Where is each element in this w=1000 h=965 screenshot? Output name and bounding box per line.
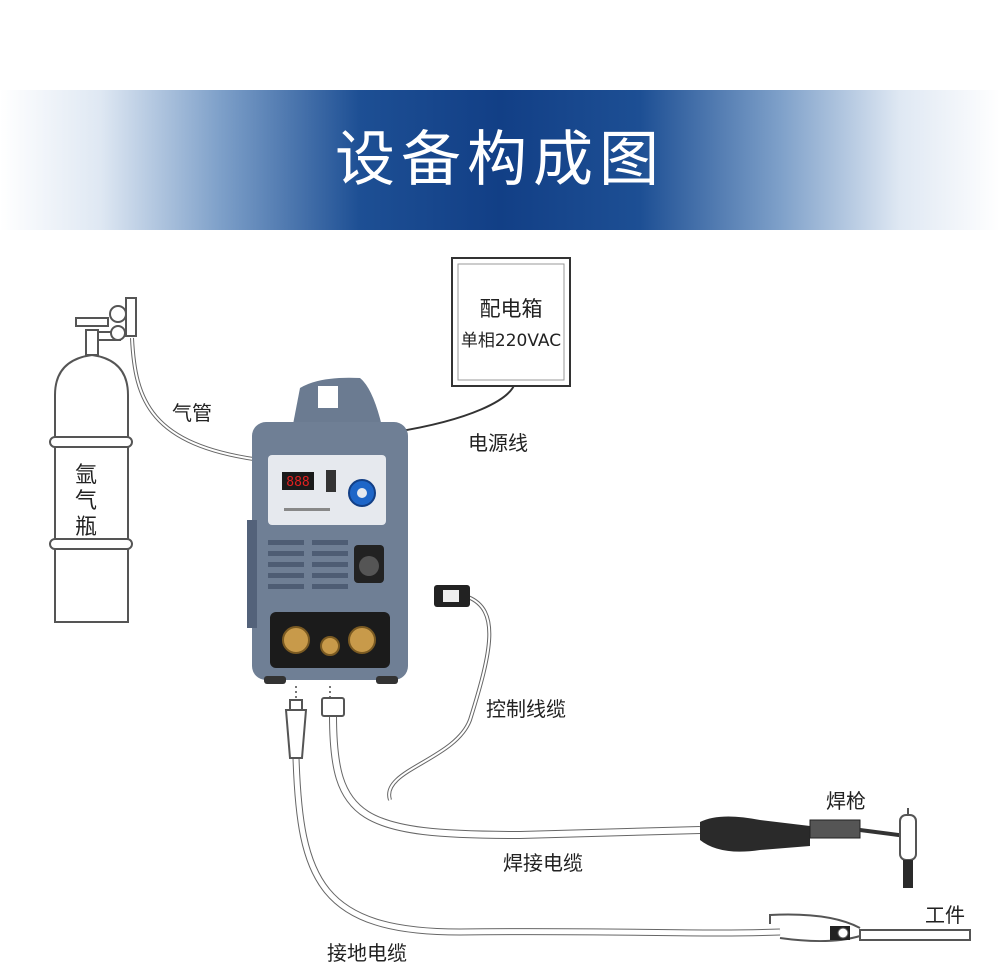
welding-machine: 888 [247,377,408,684]
ground-plug [284,699,308,759]
gas-hose-label: 气管 [172,401,212,425]
workpiece [859,929,971,941]
terminal-negative-icon[interactable] [282,626,310,654]
gas-hose [130,337,261,462]
welding-torch [700,808,917,888]
power-box-title: 配电箱 [480,297,543,321]
cylinder-label-2: 气 [75,489,97,514]
ground-clamp [769,913,861,943]
power-distribution-box: 配电箱 单相220VAC [451,257,571,387]
argon-cylinder: 氩 气 瓶 [49,353,133,623]
torch-label: 焊枪 [826,789,866,813]
welding-cable [329,714,701,840]
welding-cable-connector [321,697,345,717]
control-cable-connector [434,585,470,607]
page-title: 设备构成图 [335,125,665,195]
cylinder-label-1: 氩 [75,463,97,488]
machine-display: 888 [286,475,309,490]
header-banner: 设备构成图 [0,90,1000,230]
terminal-gas-icon[interactable] [320,636,340,656]
workpiece-label: 工件 [925,903,965,927]
power-cable [394,382,516,433]
power-box-spec: 单相220VAC [461,331,561,351]
welding-cable-label: 焊接电缆 [503,851,583,875]
power-cable-label: 电源线 [468,431,528,455]
ground-cable [292,757,781,937]
ground-cable-label: 接地电缆 [327,941,407,965]
terminal-positive-icon[interactable] [348,626,376,654]
control-cable-label: 控制线缆 [486,697,566,721]
cylinder-label-3: 瓶 [75,515,97,540]
control-socket-icon[interactable] [359,556,379,576]
gas-regulator [75,297,137,356]
